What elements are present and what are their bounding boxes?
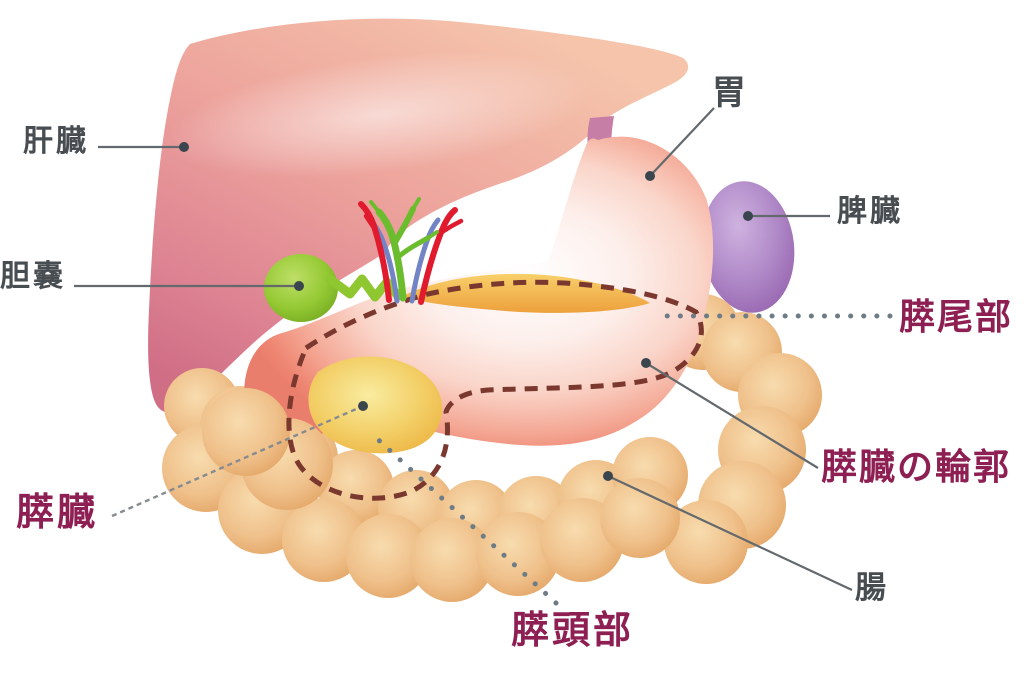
gallbladder-leader-dot bbox=[294, 281, 304, 291]
bile-duct bbox=[369, 197, 439, 240]
bile-duct bbox=[391, 206, 416, 247]
intestine-segment bbox=[410, 518, 494, 602]
intestine-leader-dot bbox=[603, 471, 613, 481]
spleen-label: 脾臓 bbox=[837, 195, 903, 228]
portal-vessels bbox=[358, 197, 464, 305]
hepatic-artery bbox=[363, 213, 377, 231]
intestine-segment bbox=[202, 388, 290, 476]
gallbladder-label: 胆嚢 bbox=[0, 260, 66, 293]
stomach-leader-line bbox=[649, 107, 715, 177]
pancreas-tail-label: 膵尾部 bbox=[899, 296, 1014, 337]
liver-highlight bbox=[166, 51, 594, 179]
intestine-leader-line bbox=[607, 475, 853, 591]
leader-lines bbox=[74, 107, 853, 591]
intestine-segment bbox=[664, 500, 748, 584]
pancreas-leader-dot bbox=[358, 401, 368, 411]
pancreas-outline-leader-line bbox=[645, 362, 819, 469]
spleen bbox=[701, 181, 795, 313]
intestine-label: 腸 bbox=[855, 570, 886, 605]
intestine-segment bbox=[476, 512, 560, 596]
pancreas-leader-line bbox=[111, 404, 364, 518]
liver-label: 肝臓 bbox=[23, 125, 89, 158]
pancreas-outline-label: 膵臓の輪郭 bbox=[821, 446, 1012, 487]
pancreas-head-leader-dotted bbox=[369, 431, 559, 606]
pancreas-outline-leader-dot bbox=[641, 358, 651, 368]
pancreas-head bbox=[308, 356, 443, 454]
pancreas-head-label: 膵頭部 bbox=[511, 610, 635, 652]
pancreas-outline-dashed bbox=[286, 279, 704, 501]
liver-leader-dot bbox=[179, 142, 189, 152]
intestine-segment bbox=[346, 514, 430, 598]
bile-duct bbox=[394, 235, 431, 261]
hepatic-artery bbox=[439, 218, 464, 235]
stomach-leader-dot bbox=[645, 171, 655, 181]
stomach-label: 胃 bbox=[712, 74, 746, 112]
intestine-segment bbox=[600, 478, 680, 558]
leader-dots bbox=[179, 142, 753, 481]
intestine-segment bbox=[282, 498, 366, 582]
spleen-leader-dot bbox=[743, 211, 753, 221]
pancreas-label: 膵臓 bbox=[16, 492, 99, 534]
dotted-leader-lines bbox=[369, 313, 893, 606]
